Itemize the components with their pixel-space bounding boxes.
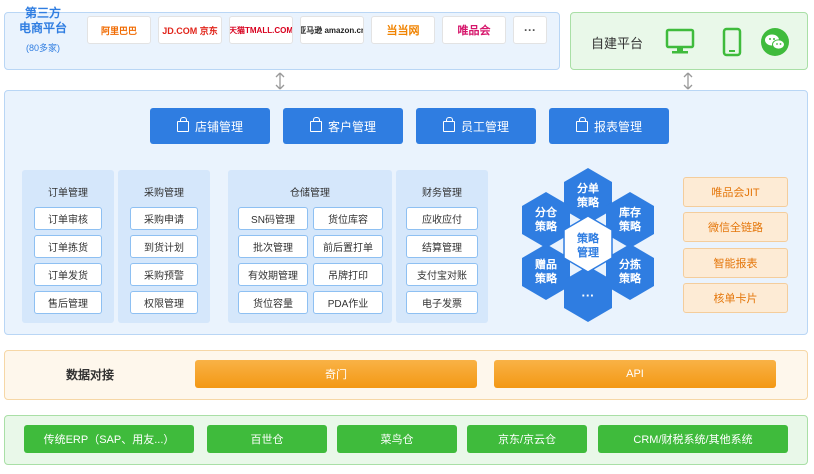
hex-center xyxy=(563,215,613,273)
after-sales-button[interactable]: 售后管理 xyxy=(34,291,102,314)
hex-bottom xyxy=(564,266,612,322)
button-label: 报表管理 xyxy=(593,119,642,134)
gift-strategy-label[interactable]: 赠品 策略 xyxy=(535,259,557,285)
sorting-strategy-label[interactable]: 分拣 策略 xyxy=(619,259,641,285)
button-label: 员工管理 xyxy=(460,119,509,134)
jd-logo[interactable]: JD.COM 京东 xyxy=(158,16,222,44)
vip-jit-button[interactable]: 唯品会JIT xyxy=(683,177,788,207)
sn-code-button[interactable]: SN码管理 xyxy=(238,207,308,230)
report-management-button[interactable]: 报表管理 xyxy=(549,108,669,144)
hex-lower-left xyxy=(522,244,570,300)
module-title: 采购管理 xyxy=(144,188,184,199)
updown-arrow-icon xyxy=(683,72,693,90)
api-bar[interactable]: API xyxy=(494,360,776,388)
self-platform-title: 自建平台 xyxy=(591,36,644,51)
third-party-title-line2: 电商平台 xyxy=(18,21,67,35)
hex-lower-right xyxy=(606,244,654,300)
module-title: 订单管理 xyxy=(48,188,88,199)
purchase-request-button[interactable]: 采购申请 xyxy=(130,207,198,230)
location-capacity-button[interactable]: 货位库容 xyxy=(313,207,383,230)
dangdang-logo[interactable]: 当当网 xyxy=(371,16,435,44)
receivables-payables-button[interactable]: 应收应付 xyxy=(406,207,478,230)
customer-management-button[interactable]: 客户管理 xyxy=(283,108,403,144)
wechat-icon xyxy=(761,28,789,56)
button-label: 店铺管理 xyxy=(194,119,243,134)
settlement-button[interactable]: 结算管理 xyxy=(406,235,478,258)
strategy-management-label[interactable]: 策略 管理 xyxy=(577,233,599,259)
location-volume-button[interactable]: 货位容量 xyxy=(238,291,308,314)
smart-report-button[interactable]: 智能报表 xyxy=(683,248,788,278)
crm-finance-other-button[interactable]: CRM/财税系统/其他系统 xyxy=(598,425,788,453)
batch-management-button[interactable]: 批次管理 xyxy=(238,235,308,258)
verify-card-button[interactable]: 核单卡片 xyxy=(683,283,788,313)
strategy-hexagon-cluster xyxy=(522,168,654,322)
warehouse-split-strategy-label[interactable]: 分仓 策略 xyxy=(535,207,557,233)
wechat-full-chain-button[interactable]: 微信全链路 xyxy=(683,212,788,242)
tag-print-button[interactable]: 吊牌打印 xyxy=(313,263,383,286)
alibaba-logo[interactable]: 阿里巴巴 xyxy=(87,16,151,44)
shopping-bag-icon xyxy=(442,116,455,132)
alipay-reconcile-button[interactable]: 支付宝对账 xyxy=(406,263,478,286)
order-shipping-button[interactable]: 订单发货 xyxy=(34,263,102,286)
order-review-button[interactable]: 订单审核 xyxy=(34,207,102,230)
hex-upper-left xyxy=(522,192,570,248)
store-management-button[interactable]: 店铺管理 xyxy=(150,108,270,144)
third-party-title: 第三方 电商平台 xyxy=(6,6,80,36)
e-invoice-button[interactable]: 电子发票 xyxy=(406,291,478,314)
shopping-bag-icon xyxy=(575,116,588,132)
amazon-logo[interactable]: 亚马逊 amazon.cn xyxy=(300,16,364,44)
third-party-title-line1: 第三方 xyxy=(24,6,61,20)
vipshop-logo[interactable]: 唯品会 xyxy=(442,16,506,44)
jd-cloud-warehouse-button[interactable]: 京东/京云仓 xyxy=(467,425,587,453)
pda-operation-button[interactable]: PDA作业 xyxy=(313,291,383,314)
staff-management-button[interactable]: 员工管理 xyxy=(416,108,536,144)
updown-arrow-icon xyxy=(275,72,285,90)
inventory-strategy-label[interactable]: 库存 策略 xyxy=(619,207,641,233)
third-party-subtitle: (80多家) xyxy=(25,43,60,53)
shopping-bag-icon xyxy=(176,116,189,132)
phone-icon xyxy=(722,27,742,57)
qimen-bar[interactable]: 奇门 xyxy=(195,360,477,388)
permission-management-button[interactable]: 权限管理 xyxy=(130,291,198,314)
traditional-erp-button[interactable]: 传统ERP（SAP、用友...） xyxy=(24,425,194,453)
purchase-alert-button[interactable]: 采购预警 xyxy=(130,263,198,286)
best-warehouse-button[interactable]: 百世仓 xyxy=(207,425,327,453)
module-title: 财务管理 xyxy=(422,188,462,199)
cainiao-warehouse-button[interactable]: 菜鸟仓 xyxy=(337,425,457,453)
tmall-logo[interactable]: 天猫TMALL.COM xyxy=(229,16,293,44)
shopping-bag-icon xyxy=(309,116,322,132)
expiry-management-button[interactable]: 有效期管理 xyxy=(238,263,308,286)
dispatch-strategy-label[interactable]: 分单 策略 xyxy=(577,183,599,209)
monitor-icon xyxy=(665,28,695,54)
order-picking-button[interactable]: 订单拣货 xyxy=(34,235,102,258)
button-label: 客户管理 xyxy=(327,119,376,134)
hex-upper-right xyxy=(606,192,654,248)
module-title: 仓储管理 xyxy=(290,188,330,199)
more-strategy-label[interactable]: ··· xyxy=(581,288,595,303)
pre-post-print-button[interactable]: 前后置打单 xyxy=(313,235,383,258)
more-platforms-button[interactable]: ··· xyxy=(513,16,547,44)
data-docking-label: 数据对接 xyxy=(66,368,115,382)
arrival-plan-button[interactable]: 到货计划 xyxy=(130,235,198,258)
hex-top xyxy=(564,168,612,224)
